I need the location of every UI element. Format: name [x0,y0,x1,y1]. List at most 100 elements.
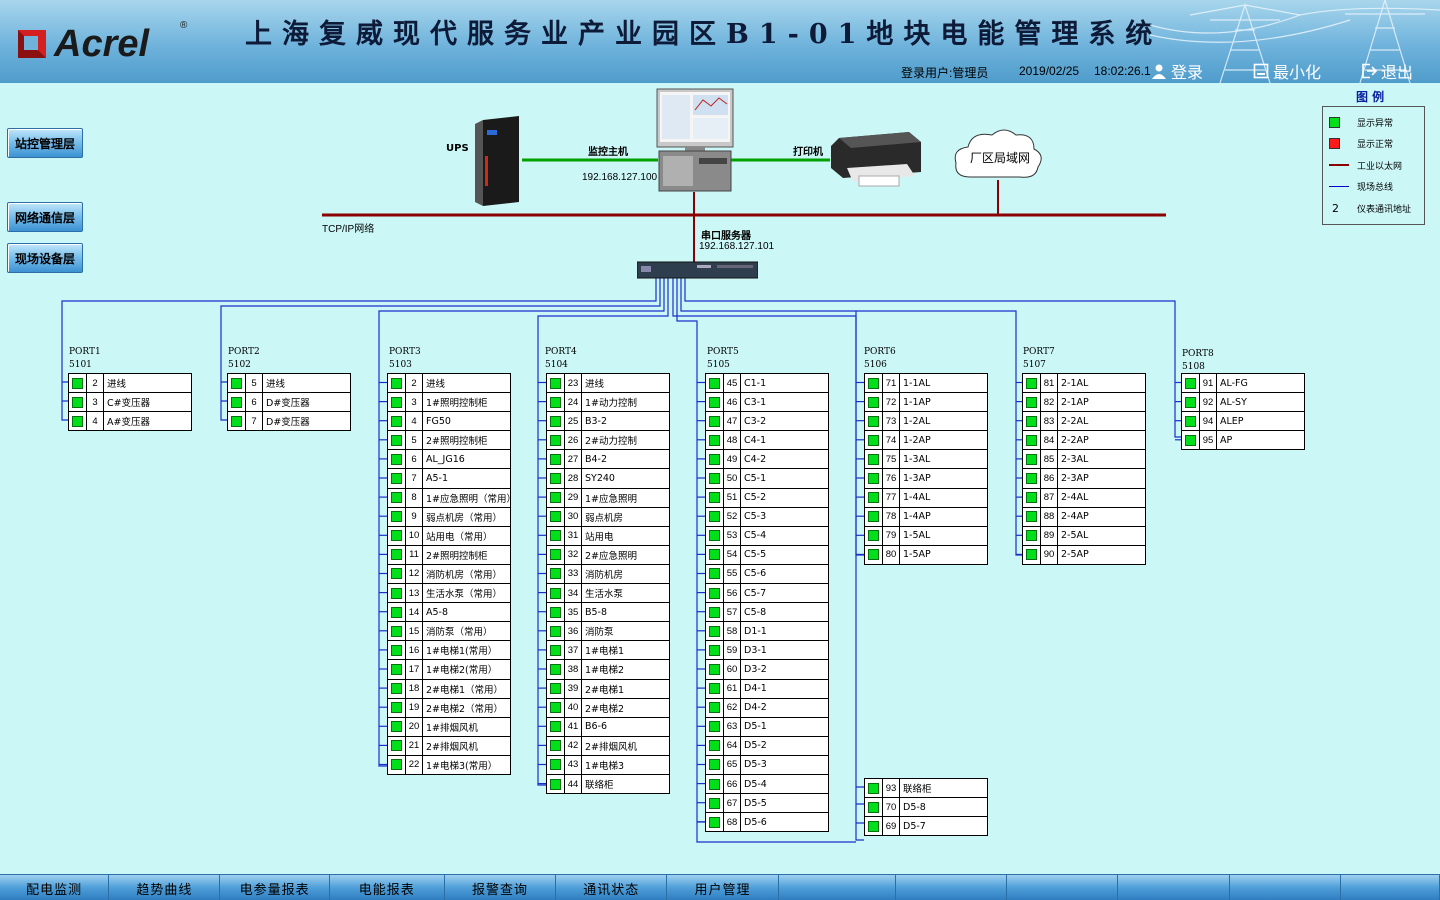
lan-cloud-icon[interactable] [950,125,1046,185]
tab-empty-8[interactable] [896,875,1008,900]
tab-empty-11[interactable] [1230,875,1341,900]
network-layer-button[interactable]: 网络通信层 [7,202,83,232]
tab-6[interactable]: 用户管理 [667,875,779,900]
tab-2[interactable]: 电参量报表 [220,875,330,900]
tab-0[interactable]: 配电监测 [0,875,110,900]
tab-empty-10[interactable] [1118,875,1230,900]
station-layer-button[interactable]: 站控管理层 [7,128,83,158]
tab-3[interactable]: 电能报表 [330,875,445,900]
tab-1[interactable]: 趋势曲线 [109,875,221,900]
tab-empty-7[interactable] [779,875,896,900]
serial-server-icon[interactable] [637,260,758,280]
login-button[interactable]: 登录 [1151,60,1203,82]
tab-4[interactable]: 报警查询 [445,875,557,900]
monitor-host-icon[interactable] [655,88,735,192]
tab-5[interactable]: 通讯状态 [556,875,668,900]
tab-empty-9[interactable] [1007,875,1119,900]
printer-icon[interactable] [829,128,923,190]
logout-button[interactable]: 退出 [1361,60,1413,82]
